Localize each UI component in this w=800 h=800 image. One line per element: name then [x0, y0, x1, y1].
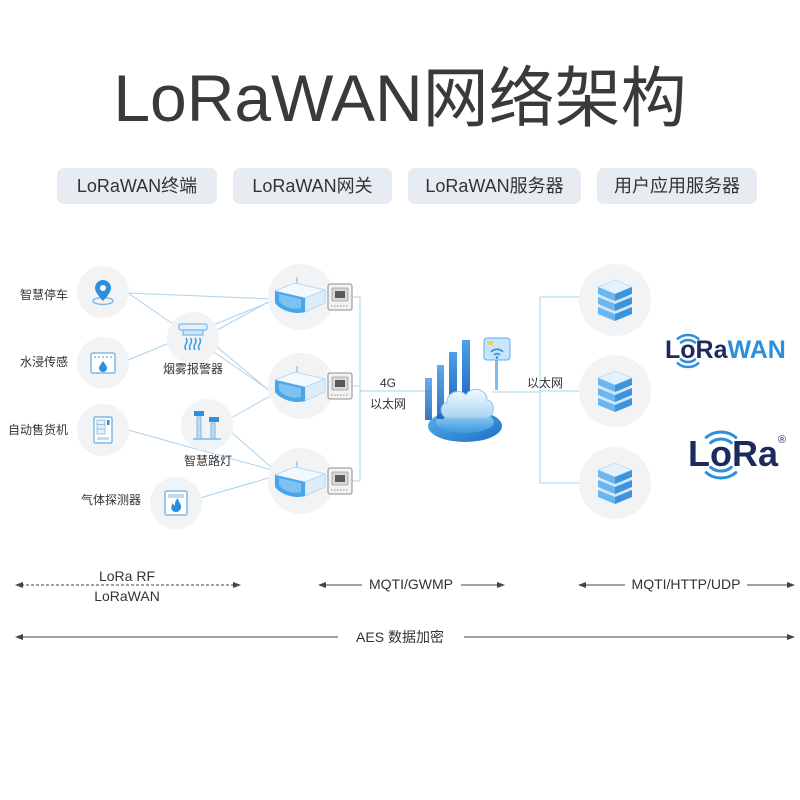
protocol-arrow-gateway: MQTI/GWMP	[318, 576, 505, 592]
cloud-network-icon	[425, 337, 511, 442]
page-title: LoRaWAN网络架构	[113, 61, 687, 135]
lora-logo: LoRa ®	[688, 430, 786, 480]
server-stack-icon	[596, 370, 634, 412]
device-node-smoke	[167, 312, 219, 364]
gateway-node-1	[268, 264, 334, 330]
protocol-label-lorawan: LoRaWAN	[94, 588, 160, 604]
gateway-node-2	[268, 353, 334, 419]
gateway-node-3	[268, 448, 334, 514]
server-node-2	[579, 355, 651, 427]
device-node-gas	[150, 477, 202, 529]
backhaul-label-4g: 4G	[380, 376, 396, 390]
link-light-gateway2	[230, 394, 273, 419]
gateway-icon	[273, 277, 327, 313]
wifi-icon	[483, 337, 511, 361]
registered-mark: ®	[778, 434, 786, 446]
link-light-gateway3	[230, 431, 273, 469]
server-stack-icon	[596, 462, 634, 504]
layer-label-network-server: LoRaWAN服务器	[408, 168, 581, 204]
protocol-label-http-udp: MQTI/HTTP/UDP	[632, 576, 741, 592]
device-label-water: 水浸传感	[20, 354, 68, 369]
protocol-label-lora-rf: LoRa RF	[99, 568, 155, 584]
smoke-alarm-icon	[178, 323, 208, 351]
device-node-water	[77, 337, 129, 389]
encryption-arrow: AES 数据加密	[15, 629, 795, 645]
link-parking-gateway1	[127, 292, 273, 300]
lora-module-icon	[327, 467, 353, 495]
gateway-icon	[273, 461, 327, 497]
device-label-parking: 智慧停车	[20, 287, 68, 302]
lorawan-logo-text: LoRaWAN	[665, 336, 786, 364]
protocol-arrow-device: LoRa RF LoRaWAN	[15, 568, 241, 604]
backhaul-links	[352, 296, 432, 482]
map-pin-icon	[92, 280, 114, 306]
device-node-vending	[77, 404, 129, 456]
water-sensor-icon	[90, 352, 116, 374]
server-stack-icon	[596, 279, 634, 321]
device-label-vending: 自动售货机	[8, 422, 68, 437]
lora-logo-text: LoRa	[688, 433, 779, 474]
server-links	[492, 296, 580, 484]
link-smoke-gateway2	[216, 346, 273, 394]
server-node-3	[579, 447, 651, 519]
vending-machine-icon	[93, 416, 113, 444]
gas-detector-icon	[164, 490, 188, 516]
layer-label-application-server: 用户应用服务器	[597, 168, 757, 204]
lora-module-icon	[327, 283, 353, 311]
device-label-street-light: 智慧路灯	[184, 453, 232, 468]
server-link-label-ethernet: 以太网	[527, 375, 563, 390]
protocol-label-gwmp: MQTI/GWMP	[369, 576, 453, 592]
gateway-icon	[273, 366, 327, 402]
server-node-1	[579, 264, 651, 336]
layer-label-gateway: LoRaWAN网关	[233, 168, 392, 204]
device-node-street-light	[181, 399, 233, 451]
lora-module-icon	[327, 372, 353, 400]
lorawan-logo: LoRaWAN	[665, 333, 786, 369]
protocol-arrow-application: MQTI/HTTP/UDP	[578, 576, 795, 592]
street-light-icon	[193, 411, 221, 440]
device-node-parking	[77, 266, 129, 318]
device-label-smoke: 烟雾报警器	[163, 361, 223, 376]
encryption-label: AES 数据加密	[356, 629, 444, 645]
link-gas-gateway3	[199, 476, 273, 499]
device-label-gas: 气体探测器	[81, 492, 141, 507]
layer-label-end-device: LoRaWAN终端	[57, 168, 217, 204]
backhaul-label-ethernet: 以太网	[370, 396, 406, 411]
